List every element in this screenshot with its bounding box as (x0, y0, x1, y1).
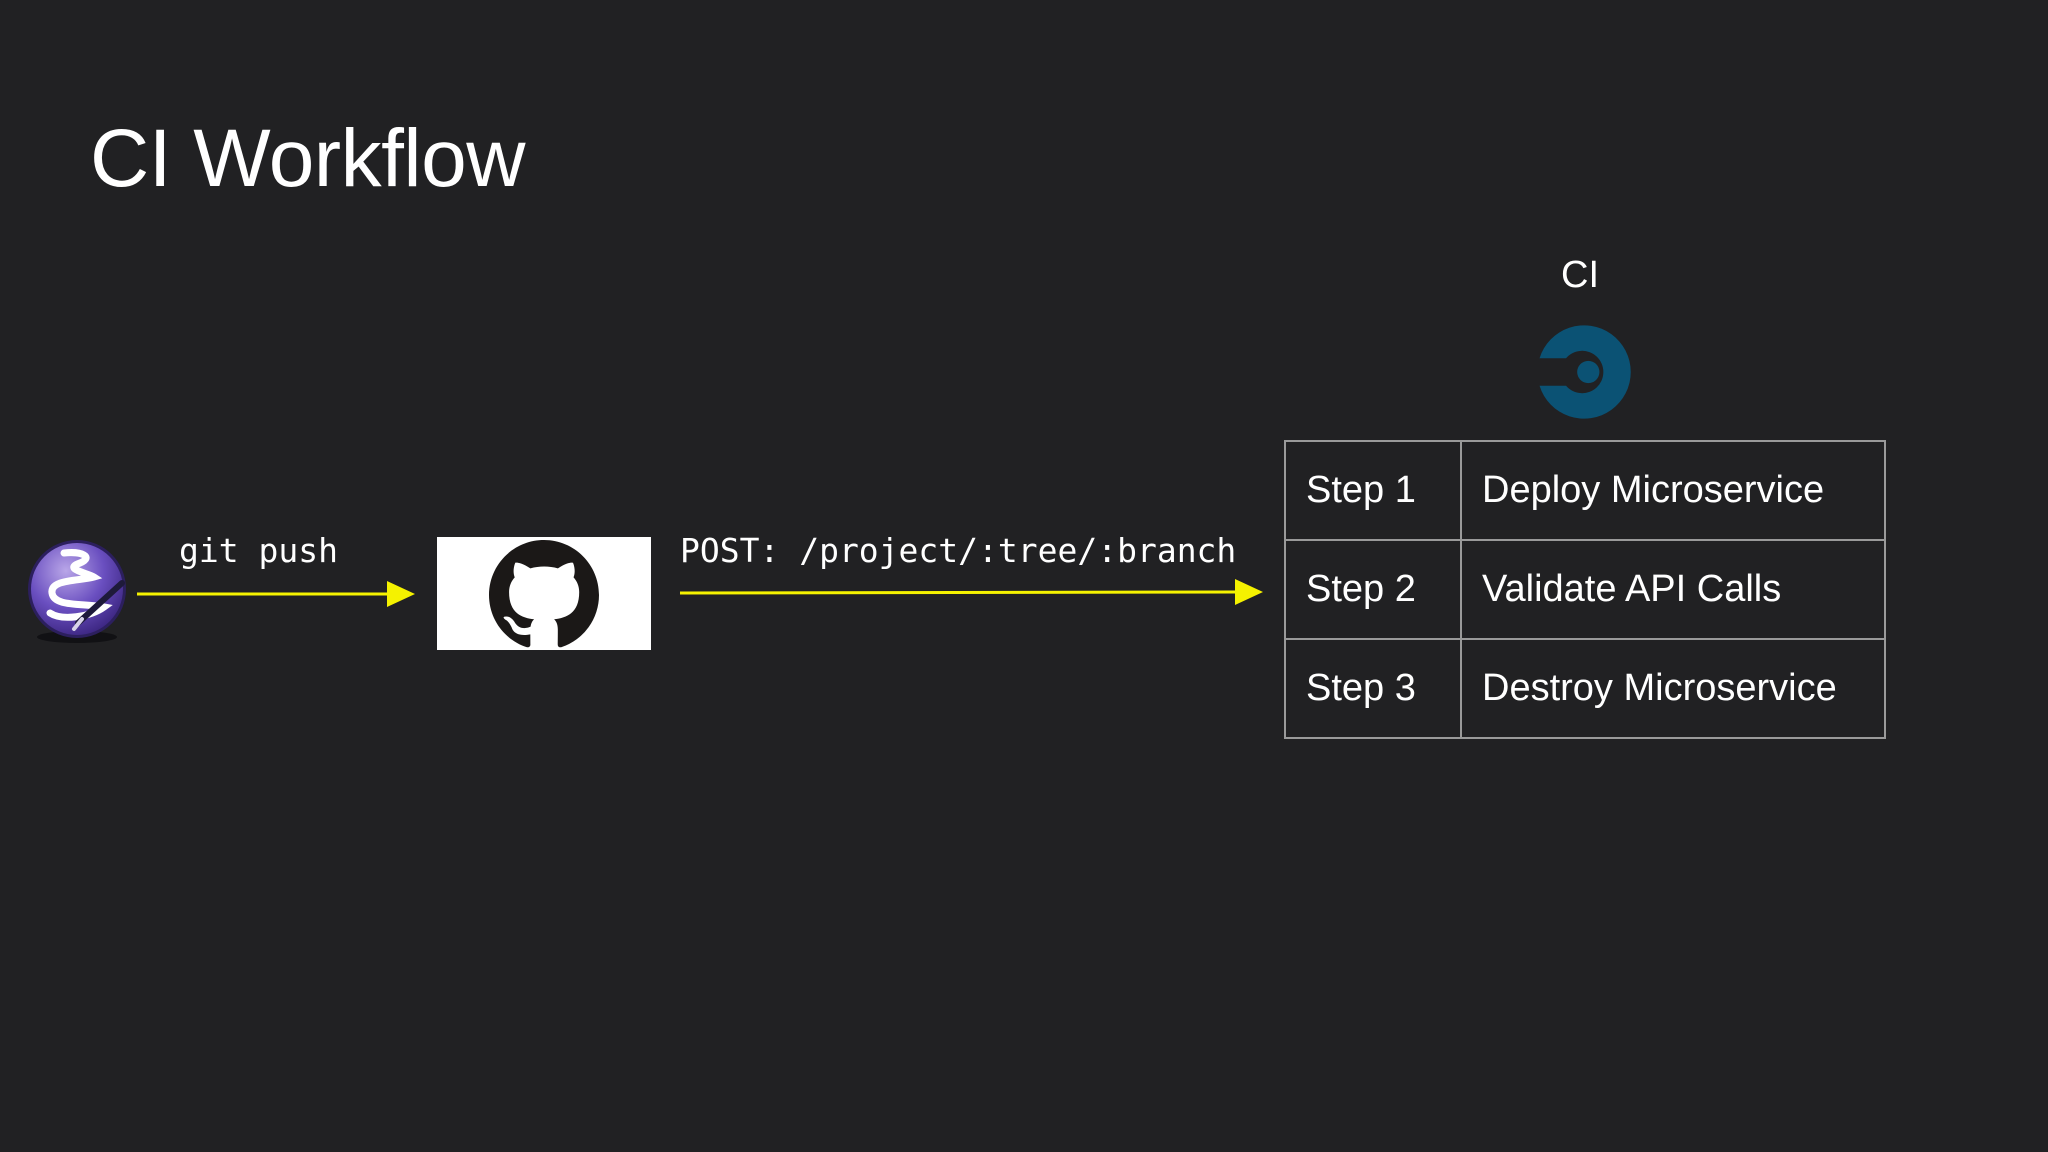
circleci-icon (1539, 325, 1631, 419)
webhook-label: POST: /project/:tree/:branch (680, 531, 1237, 570)
ci-label: CI (1561, 254, 1599, 296)
webhook-arrowhead (1235, 579, 1263, 605)
github-octocat-icon (489, 540, 599, 648)
step-name: Step 1 (1284, 440, 1462, 541)
table-row: Step 2 Validate API Calls (1284, 539, 1886, 640)
git-push-arrowhead (387, 581, 415, 607)
github-node (437, 537, 651, 650)
emacs-icon (28, 540, 126, 643)
table-row: Step 1 Deploy Microservice (1284, 440, 1886, 541)
step-action: Destroy Microservice (1460, 638, 1886, 739)
webhook-arrow-line (679, 590, 1237, 595)
slide-title: CI Workflow (90, 113, 525, 204)
git-push-label: git push (179, 531, 338, 570)
step-name: Step 3 (1284, 638, 1462, 739)
step-name: Step 2 (1284, 539, 1462, 640)
ci-steps-table: Step 1 Deploy Microservice Step 2 Valida… (1284, 440, 1886, 739)
step-action: Validate API Calls (1460, 539, 1886, 640)
table-row: Step 3 Destroy Microservice (1284, 638, 1886, 739)
step-action: Deploy Microservice (1460, 440, 1886, 541)
